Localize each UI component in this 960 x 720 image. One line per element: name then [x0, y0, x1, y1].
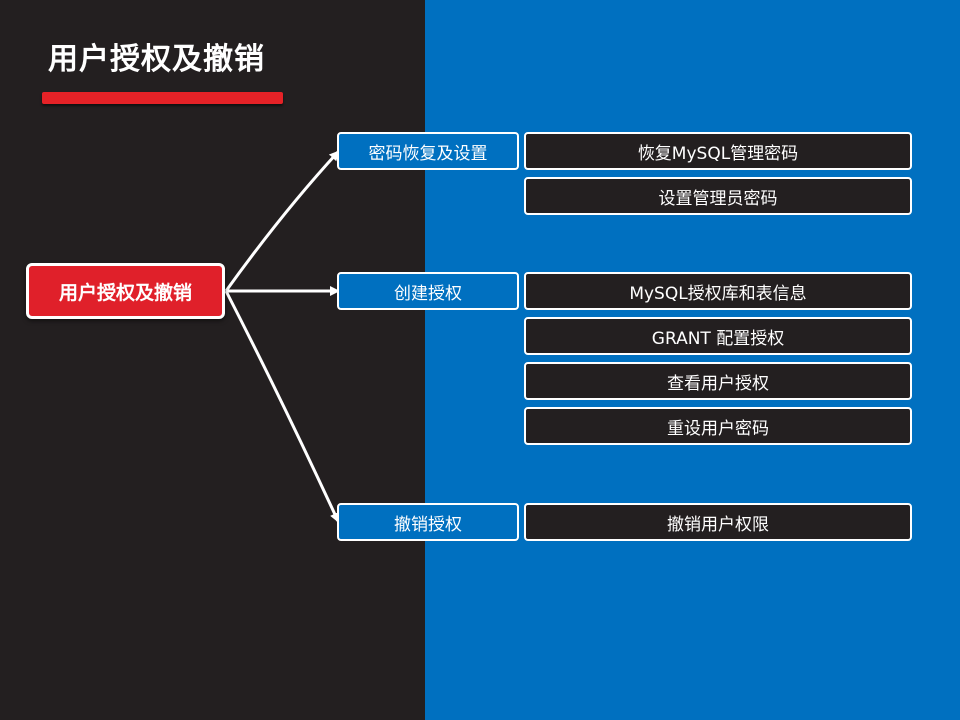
leaf-label: GRANT 配置授权 — [651, 328, 785, 349]
leaf-label: 重设用户密码 — [667, 418, 769, 439]
leaf-label: 设置管理员密码 — [658, 188, 778, 209]
connector-arrow-password — [224, 150, 340, 292]
blue-background-panel — [425, 0, 960, 720]
leaf-label: 恢复MySQL管理密码 — [637, 143, 799, 164]
category-revoke-grant: 撤销授权 — [337, 503, 519, 541]
leaf-reset-user-password: 重设用户密码 — [524, 407, 912, 445]
category-label: 密码恢复及设置 — [368, 143, 488, 164]
leaf-recover-mysql-admin-password: 恢复MySQL管理密码 — [524, 132, 912, 170]
category-label: 创建授权 — [394, 283, 462, 304]
root-node: 用户授权及撤销 — [26, 263, 225, 319]
root-node-label: 用户授权及撤销 — [58, 281, 192, 304]
leaf-mysql-grant-tables-info: MySQL授权库和表信息 — [524, 272, 912, 310]
title-underline-bar — [42, 92, 283, 104]
slide-title: 用户授权及撤销 — [48, 42, 265, 77]
leaf-set-admin-password: 设置管理员密码 — [524, 177, 912, 215]
leaf-label: 查看用户授权 — [667, 373, 769, 394]
connector-arrow-revoke — [224, 290, 340, 523]
leaf-label: 撤销用户权限 — [667, 514, 769, 535]
leaf-show-user-grants: 查看用户授权 — [524, 362, 912, 400]
category-create-grant: 创建授权 — [337, 272, 519, 310]
leaf-grant-config: GRANT 配置授权 — [524, 317, 912, 355]
category-label: 撤销授权 — [394, 514, 462, 535]
category-password-recovery: 密码恢复及设置 — [337, 132, 519, 170]
leaf-revoke-user-privileges: 撤销用户权限 — [524, 503, 912, 541]
dark-background-panel — [0, 0, 425, 720]
leaf-label: MySQL授权库和表信息 — [629, 283, 807, 304]
